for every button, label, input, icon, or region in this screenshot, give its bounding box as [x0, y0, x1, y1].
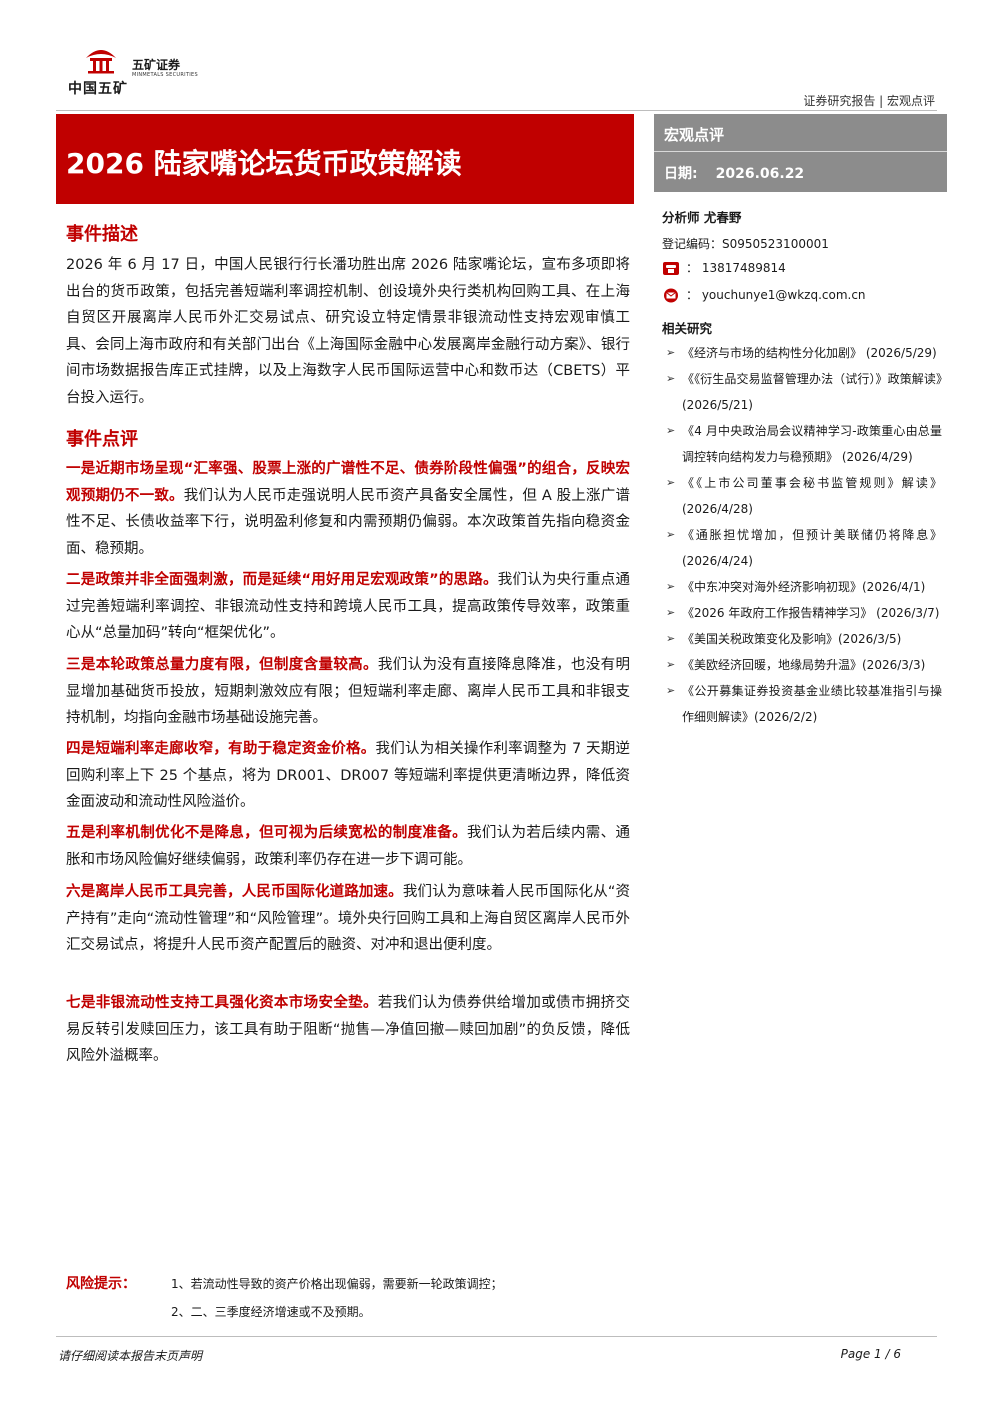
event-section-title: 事件描述: [66, 224, 138, 245]
arrow-icon: ➢: [666, 580, 676, 593]
point-lead: 五是利率机制优化不是降息，但可视为后续宽松的制度准备。: [66, 825, 467, 841]
page-number: Page 1 / 6: [840, 1347, 901, 1361]
related-item[interactable]: ➢《中东冲突对海外经济影响初现》(2026/4/1): [662, 574, 942, 600]
logo-group-name: 中国五矿: [68, 81, 128, 97]
arrow-icon: ➢: [666, 632, 676, 645]
report-type: 证券研究报告 | 宏观点评: [803, 94, 935, 108]
point-lead: 六是离岸人民币工具完善，人民币国际化道路加速。: [66, 884, 403, 900]
arrow-icon: ➢: [666, 424, 676, 437]
logo-brand-en: MINMETALS SECURITIES: [132, 72, 198, 78]
point-body: 我们认为人民币走强说明人民币资产具备安全属性，但 A 股上涨广谱性不足、长债收益…: [66, 487, 631, 557]
point-lead: 七是非银流动性支持工具强化资本市场安全垫。: [66, 995, 378, 1011]
point-lead: 一是近期市场呈现“汇率强、股票上涨的广谱性不足、债券阶段性偏强”的组合，反映宏观…: [66, 461, 630, 504]
related-research-list: ➢《经济与市场的结构性分化加剧》 (2026/5/29) ➢《《衍生品交易监督管…: [662, 340, 942, 730]
point-lead: 四是短端利率走廊收窄，有助于稳定资金价格。: [66, 741, 376, 757]
related-item[interactable]: ➢《公开募集证券投资基金业绩比较基准指引与操作细则解读》(2026/2/2): [662, 678, 942, 730]
related-item[interactable]: ➢《4 月中央政治局会议精神学习-政策重心由总量调控转向结构发力与稳预期》 (2…: [662, 418, 942, 470]
side-header-divider: [654, 151, 947, 152]
footer-divider: [56, 1336, 937, 1337]
related-item[interactable]: ➢《美欧经济回暖，地缘局势升温》(2026/3/3): [662, 652, 942, 678]
header-divider: [56, 110, 937, 111]
point-body: 我们认为相关操作利率调整为 7 天期逆回购利率上下 25 个基点，将为 DR00…: [66, 741, 630, 810]
arrow-icon: ➢: [666, 476, 676, 489]
point-body: 我们认为央行重点通过完善短端利率调控、非银流动性支持和跨境人民币工具，提高政策传…: [66, 572, 630, 641]
point-body: 若我们认为债券供给增加或债市拥挤交易反转引发赎回压力，该工具有助于阻断“抛售—净…: [66, 995, 631, 1064]
comment-point-6: 六是离岸人民币工具完善，人民币国际化道路加速。我们认为意味着人民币国际化从“资产…: [66, 879, 630, 959]
registration-code: 登记编码：S0950523100001: [662, 237, 829, 251]
arrow-icon: ➢: [666, 346, 676, 359]
side-header: 宏观点评 日期: 2026.06.22: [654, 114, 947, 192]
comment-point-4: 四是短端利率走廊收窄，有助于稳定资金价格。我们认为相关操作利率调整为 7 天期逆…: [66, 736, 630, 816]
email-row: ： youchunye1@wkzq.com.cn: [662, 286, 866, 303]
point-lead: 三是本轮政策总量力度有限，但制度含量较高。: [66, 657, 378, 673]
analyst-name: 分析师 尤春野: [662, 210, 742, 225]
email-address[interactable]: ： youchunye1@wkzq.com.cn: [686, 288, 866, 302]
related-item[interactable]: ➢《通胀担忧增加，但预计美联储仍将降息》 (2026/4/24): [662, 522, 942, 574]
arrow-icon: ➢: [666, 658, 676, 671]
phone-row: ： 13817489814: [662, 259, 786, 276]
event-description: 2026 年 6 月 17 日，中国人民银行行长潘功胜出席 2026 陆家嘴论坛…: [66, 257, 630, 406]
point-body: 我们认为意味着人民币国际化从“资产持有”走向“流动性管理”和“风险管理”。境外央…: [66, 884, 631, 953]
email-icon: [664, 288, 678, 303]
related-item[interactable]: ➢《2026 年政府工作报告精神学习》 (2026/3/7): [662, 600, 942, 626]
logo-brand: 五矿证券: [132, 58, 181, 72]
report-date: 日期: 2026.06.22: [664, 163, 822, 183]
phone-number: ： 13817489814: [686, 261, 786, 275]
point-body: 我们认为若后续内需、通胀和市场风险偏好继续偏弱，政策利率仍存在进一步下调可能。: [66, 825, 630, 868]
title-banner: 2026 陆家嘴论坛货币政策解读: [56, 114, 634, 204]
point-body: 我们认为没有直接降息降准，也没有明显增加基础货币投放，短期刺激效应有限；但短端利…: [66, 657, 631, 726]
related-item[interactable]: ➢《经济与市场的结构性分化加剧》 (2026/5/29): [662, 340, 942, 366]
phone-icon: [663, 262, 679, 275]
comment-section-title: 事件点评: [66, 429, 138, 450]
arrow-icon: ➢: [666, 372, 676, 385]
arrow-icon: ➢: [666, 684, 676, 697]
comment-point-1: 一是近期市场呈现“汇率强、股票上涨的广谱性不足、债券阶段性偏强”的组合，反映宏观…: [66, 456, 630, 562]
comment-point-5: 五是利率机制优化不是降息，但可视为后续宽松的制度准备。我们认为若后续内需、通胀和…: [66, 820, 630, 873]
risk-label: 风险提示：: [66, 1276, 136, 1292]
related-item[interactable]: ➢《美国关税政策变化及影响》(2026/3/5): [662, 626, 942, 652]
company-logo: 中国五矿 五矿证券 MINMETALS SECURITIES: [66, 44, 216, 100]
related-item[interactable]: ➢《《上市公司董事会秘书监管规则》解读》 (2026/4/28): [662, 470, 942, 522]
comment-point-2: 二是政策并非全面强刺激，而是延续“用好用足宏观政策”的思路。我们认为央行重点通过…: [66, 567, 630, 647]
related-item[interactable]: ➢《《衍生品交易监督管理办法（试行）》政策解读》(2026/5/21): [662, 366, 942, 418]
arrow-icon: ➢: [666, 528, 676, 541]
page-title: 2026 陆家嘴论坛货币政策解读: [66, 147, 462, 180]
related-research-title: 相关研究: [662, 321, 713, 336]
risk-item: 1、若流动性导致的资产价格出现偏弱，需要新一轮政策调控；: [171, 1277, 503, 1291]
report-category: 宏观点评: [664, 126, 725, 144]
point-lead: 二是政策并非全面强刺激，而是延续“用好用足宏观政策”的思路。: [66, 572, 498, 588]
risk-item: 2、二、三季度经济增速或不及预期。: [171, 1305, 371, 1319]
date-label: 日期:: [664, 166, 698, 182]
arrow-icon: ➢: [666, 606, 676, 619]
footer-disclaimer: 请仔细阅读本报告末页声明: [58, 1349, 203, 1363]
date-value: 2026.06.22: [715, 166, 805, 182]
minmetals-logo-icon: [86, 50, 116, 74]
comment-point-7: 七是非银流动性支持工具强化资本市场安全垫。若我们认为债券供给增加或债市拥挤交易反…: [66, 990, 630, 1070]
comment-point-3: 三是本轮政策总量力度有限，但制度含量较高。我们认为没有直接降息降准，也没有明显增…: [66, 652, 630, 732]
